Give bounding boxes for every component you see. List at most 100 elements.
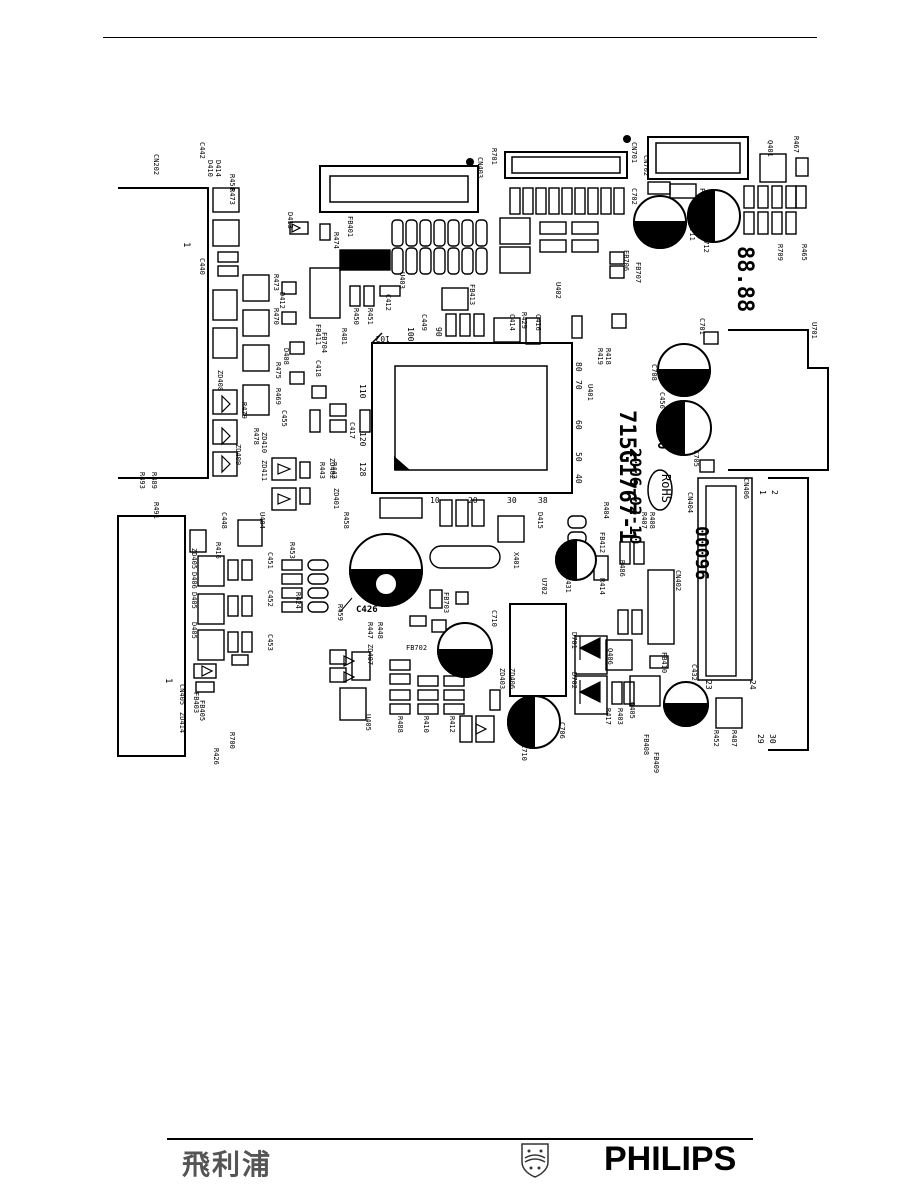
pin-29: 29 (756, 734, 765, 744)
label-r473: R487 (730, 730, 738, 747)
label-u401: U401 (586, 384, 594, 401)
cap-c710 (436, 622, 494, 678)
connector-cn701 (504, 136, 749, 180)
label-fb703: FB703 (442, 592, 450, 613)
label-r440: R447 (366, 622, 374, 639)
label-zd408: ZD408 (216, 370, 224, 391)
cap-c459 (656, 399, 712, 457)
label-r416: R416 (214, 542, 222, 559)
diode-symbols (201, 223, 601, 735)
cap-c711 (632, 195, 688, 249)
label-r471: R481 (340, 328, 348, 345)
label-c711: C711 (688, 224, 696, 241)
label-c417: C417 (348, 422, 356, 439)
label-c426: C426 (356, 605, 378, 615)
ic-pin-102: 102 (375, 334, 390, 343)
label-fb701: FB701 (698, 188, 706, 209)
label-zd403: ZD403 (498, 668, 506, 689)
label-u404: U404 (258, 512, 266, 529)
ic-pin-110: 110 (358, 384, 367, 399)
label-cn701: CN701 (630, 142, 638, 163)
label-fb403: FB403 (192, 692, 200, 713)
ic-pin-60: 60 (574, 420, 583, 430)
component-pads (189, 153, 809, 743)
label-r435: R442 (330, 462, 338, 479)
label-r481: R489 (150, 472, 158, 489)
label-d410: D410 (206, 160, 214, 177)
rohs-mark: RoHS (659, 474, 673, 503)
label-fb408: FB408 (642, 734, 650, 755)
label-q401: Q401 (766, 140, 774, 157)
label-r489: R493 (138, 472, 146, 489)
label-u701: U701 (810, 322, 818, 339)
label-r443: R451 (366, 308, 374, 325)
label-d405: D405 (190, 592, 198, 609)
label-c702: C702 (630, 188, 638, 205)
label-d414: D414 (214, 160, 222, 177)
ic-u401 (371, 332, 573, 494)
label-x401: X401 (512, 552, 520, 569)
label-r414: R414 (598, 578, 606, 595)
label-c451: C451 (266, 552, 274, 569)
label-r410: R410 (422, 716, 430, 733)
rohs-oval (647, 469, 673, 511)
label-u702: U702 (540, 578, 548, 595)
label-c448: C449 (420, 314, 428, 331)
label-r701: R709 (776, 244, 784, 261)
ic-pin-70: 70 (574, 380, 583, 390)
digit-display: 88.88 (732, 246, 757, 312)
board-version: V-0 (654, 426, 669, 450)
ic-pin-30: 30 (507, 496, 517, 505)
label-u405: U405 (364, 714, 372, 731)
label-r466: R474 (332, 232, 340, 249)
label-d404: D405 (190, 622, 198, 639)
label-zd407: ZD407 (366, 644, 374, 665)
label-c707: C708 (650, 364, 658, 381)
label-c432: C432 (690, 664, 698, 681)
label-zd411: ZD411 (260, 460, 268, 481)
label-r442: R450 (352, 308, 360, 325)
label-fb411: FB411 (314, 324, 322, 345)
label-c440: C440 (198, 258, 206, 275)
footer-chinese-brand: 飛利浦 (182, 1148, 273, 1181)
label-zd405: ZD405 (190, 548, 198, 569)
label-c447: C448 (220, 512, 228, 529)
label-r418: R418 (604, 348, 612, 365)
cap-c707 (656, 343, 712, 397)
label-d415: D415 (536, 512, 544, 529)
label-r462: R470 (272, 308, 280, 325)
pin-1-top: 1 (181, 242, 191, 247)
label-c442: C442 (198, 142, 206, 159)
label-c418: C418 (314, 360, 322, 377)
ic-pin-120: 120 (358, 432, 367, 447)
label-cn402: CN402 (674, 570, 682, 591)
label-d413: D413 (286, 212, 294, 229)
leader-c426 (339, 597, 353, 613)
label-zd409: ZD409 (234, 444, 242, 465)
ic-pin-100: 100 (406, 327, 415, 342)
label-r464: R473 (228, 188, 236, 205)
label-r496: R700 (228, 732, 236, 749)
pin-1-right: 1 (758, 490, 767, 495)
label-r419: R419 (596, 348, 604, 365)
label-c452: C452 (266, 590, 274, 607)
label-r407: R407 (640, 512, 648, 529)
label-r451: R458 (342, 512, 350, 529)
label-fb707: FB707 (634, 262, 642, 283)
label-c416: C416 (534, 314, 542, 331)
label-r429: R429 (520, 312, 528, 329)
cap-c426 (348, 533, 424, 607)
label-cn405: CN405 (178, 684, 186, 705)
label-r417: R417 (604, 708, 612, 725)
label-r472: R486 (618, 560, 626, 577)
cap-c431 (555, 538, 597, 582)
label-fb410: FB410 (660, 652, 668, 673)
pin1-dot-cn403 (466, 158, 474, 166)
label-zd410: ZD410 (260, 432, 268, 453)
label-fb405: FB405 (198, 700, 206, 721)
pin-30: 30 (768, 734, 777, 744)
pin-1-lower: 1 (163, 678, 173, 683)
label-d701: D701 (570, 632, 578, 649)
label-d702: D702 (570, 672, 578, 689)
label-r468: R458 (228, 174, 236, 191)
